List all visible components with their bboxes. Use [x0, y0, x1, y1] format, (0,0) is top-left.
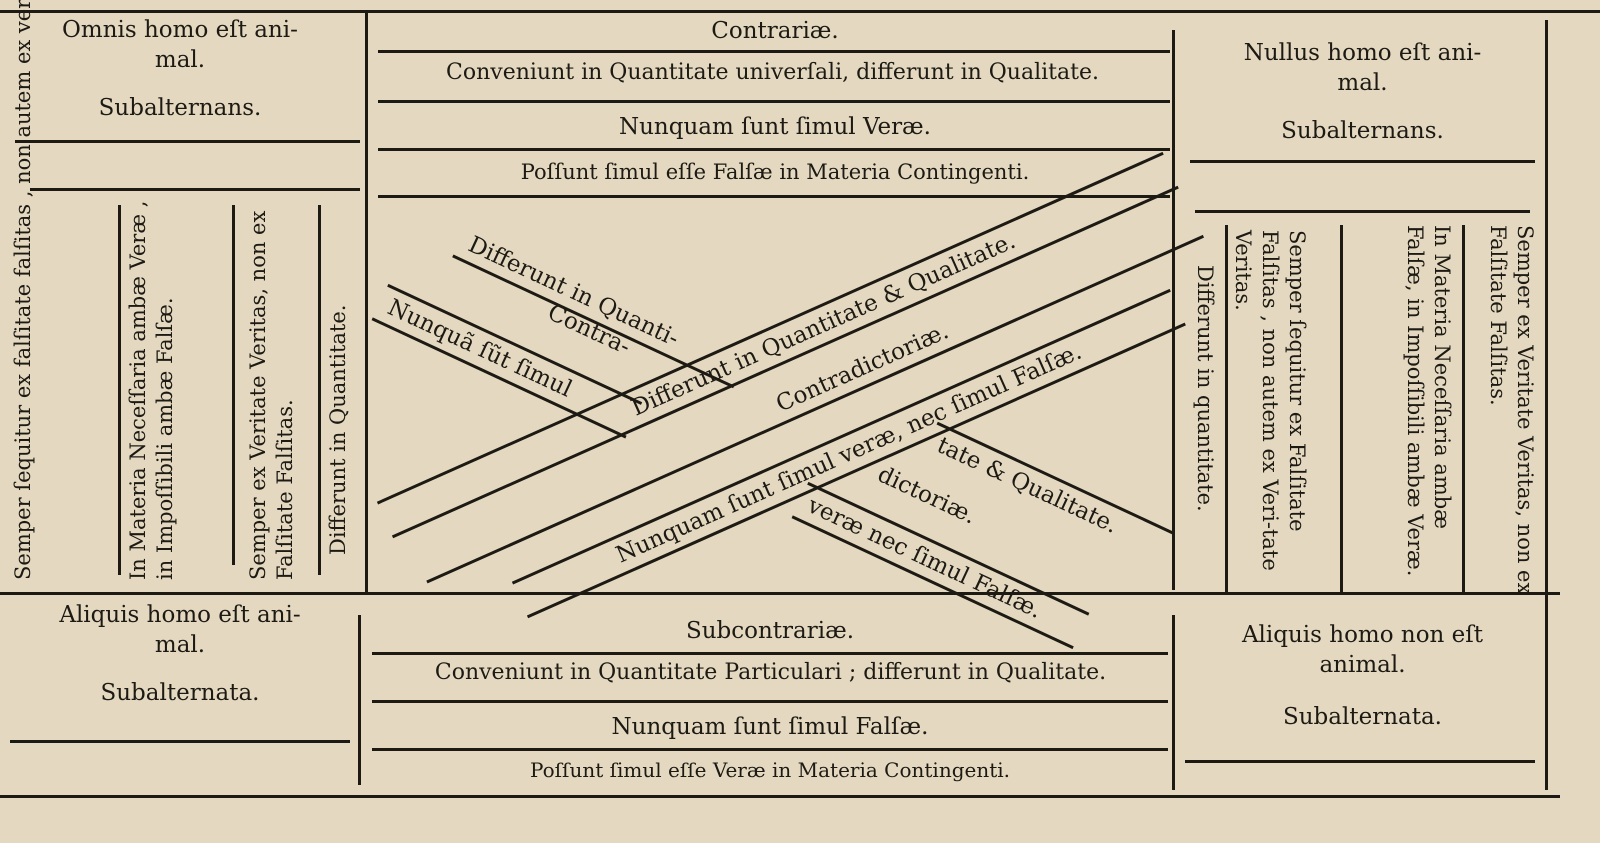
rule: [372, 700, 1168, 703]
subcontrariae-line: Nunquam ſunt ſimul Falſæ.: [611, 714, 929, 740]
right-column-1: Differunt in quantitate.: [1193, 265, 1217, 512]
rule: [372, 652, 1168, 655]
divider: [365, 12, 368, 592]
divider: [358, 615, 361, 785]
left-column-4: Differunt in Quantitate.: [326, 304, 350, 555]
contrariae-title: Contrariæ.: [711, 18, 839, 44]
rule: [1190, 160, 1535, 163]
subcontrariae-line: Poſſunt ſimul eſſe Veræ in Materia Conti…: [529, 758, 1011, 782]
rule: [1185, 760, 1535, 763]
rule: [118, 205, 121, 575]
role-label: Subalternata.: [100, 680, 260, 706]
proposition: Aliquis homo eſt ani-mal.: [59, 602, 301, 658]
role-label: Subalternata.: [1282, 704, 1442, 730]
divider: [1545, 20, 1548, 790]
rule: [1195, 210, 1530, 213]
contrariae-line: Conveniunt in Quantitate univerſali, dif…: [446, 60, 1099, 85]
left-column-2: In Materia Neceſſaria ambæ Veræ , in Imp…: [126, 200, 177, 580]
proposition: Omnis homo eſt ani-mal.: [62, 17, 298, 73]
divider: [1172, 615, 1175, 790]
left-column-1: Semper ſequitur ex falſitate falſitas , …: [11, 0, 35, 580]
top-rule: [0, 10, 1600, 13]
rule: [378, 148, 1170, 151]
right-column-3: In Materia Neceſſaria ambæ Falſæ, in Imp…: [1403, 225, 1454, 577]
subcontrariae-line: Conveniunt in Quantitate Particulari ; d…: [434, 660, 1107, 685]
rule: [1225, 225, 1228, 595]
rule: [378, 50, 1170, 53]
rule: [1462, 225, 1465, 595]
subcontrariae-title: Subcontrariæ.: [685, 618, 855, 644]
corner-top-right: Nullus homo eſt ani-mal. Subalternans.: [1190, 38, 1535, 146]
rule: [30, 188, 360, 191]
corner-bottom-left: Aliquis homo eſt ani-mal. Subalternata.: [15, 600, 345, 708]
divider: [1172, 30, 1175, 590]
proposition: Nullus homo eſt ani-mal.: [1243, 40, 1482, 96]
proposition: Aliquis homo non eſt animal.: [1241, 622, 1484, 678]
middle-rule: [0, 592, 1560, 595]
right-column-2: Semper ſequitur ex Falſitate Falſitas , …: [1231, 230, 1309, 571]
rule: [1340, 225, 1343, 595]
rule: [318, 205, 321, 575]
role-label: Subalternans.: [98, 95, 262, 121]
contrariae-line: Poſſunt ſimul eſſe Falſæ in Materia Cont…: [520, 160, 1030, 184]
rule: [378, 100, 1170, 103]
rule: [372, 748, 1168, 751]
rule: [232, 205, 235, 565]
rule: [10, 740, 350, 743]
corner-top-left: Omnis homo eſt ani-mal. Subalternans.: [20, 15, 340, 123]
corner-bottom-right: Aliquis homo non eſt animal. Subalternat…: [1190, 620, 1535, 732]
contrariae-line: Nunquam ſunt ſimul Veræ.: [618, 114, 931, 140]
rule: [378, 195, 1170, 198]
left-column-3: Semper ex Veritate Veritas, non ex Falſi…: [246, 210, 297, 580]
bottom-rule: [0, 795, 1560, 798]
role-label: Subalternans.: [1281, 118, 1444, 144]
right-column-4: Semper ex Veritate Veritas, non ex Falſi…: [1486, 225, 1537, 595]
rule: [15, 140, 360, 143]
